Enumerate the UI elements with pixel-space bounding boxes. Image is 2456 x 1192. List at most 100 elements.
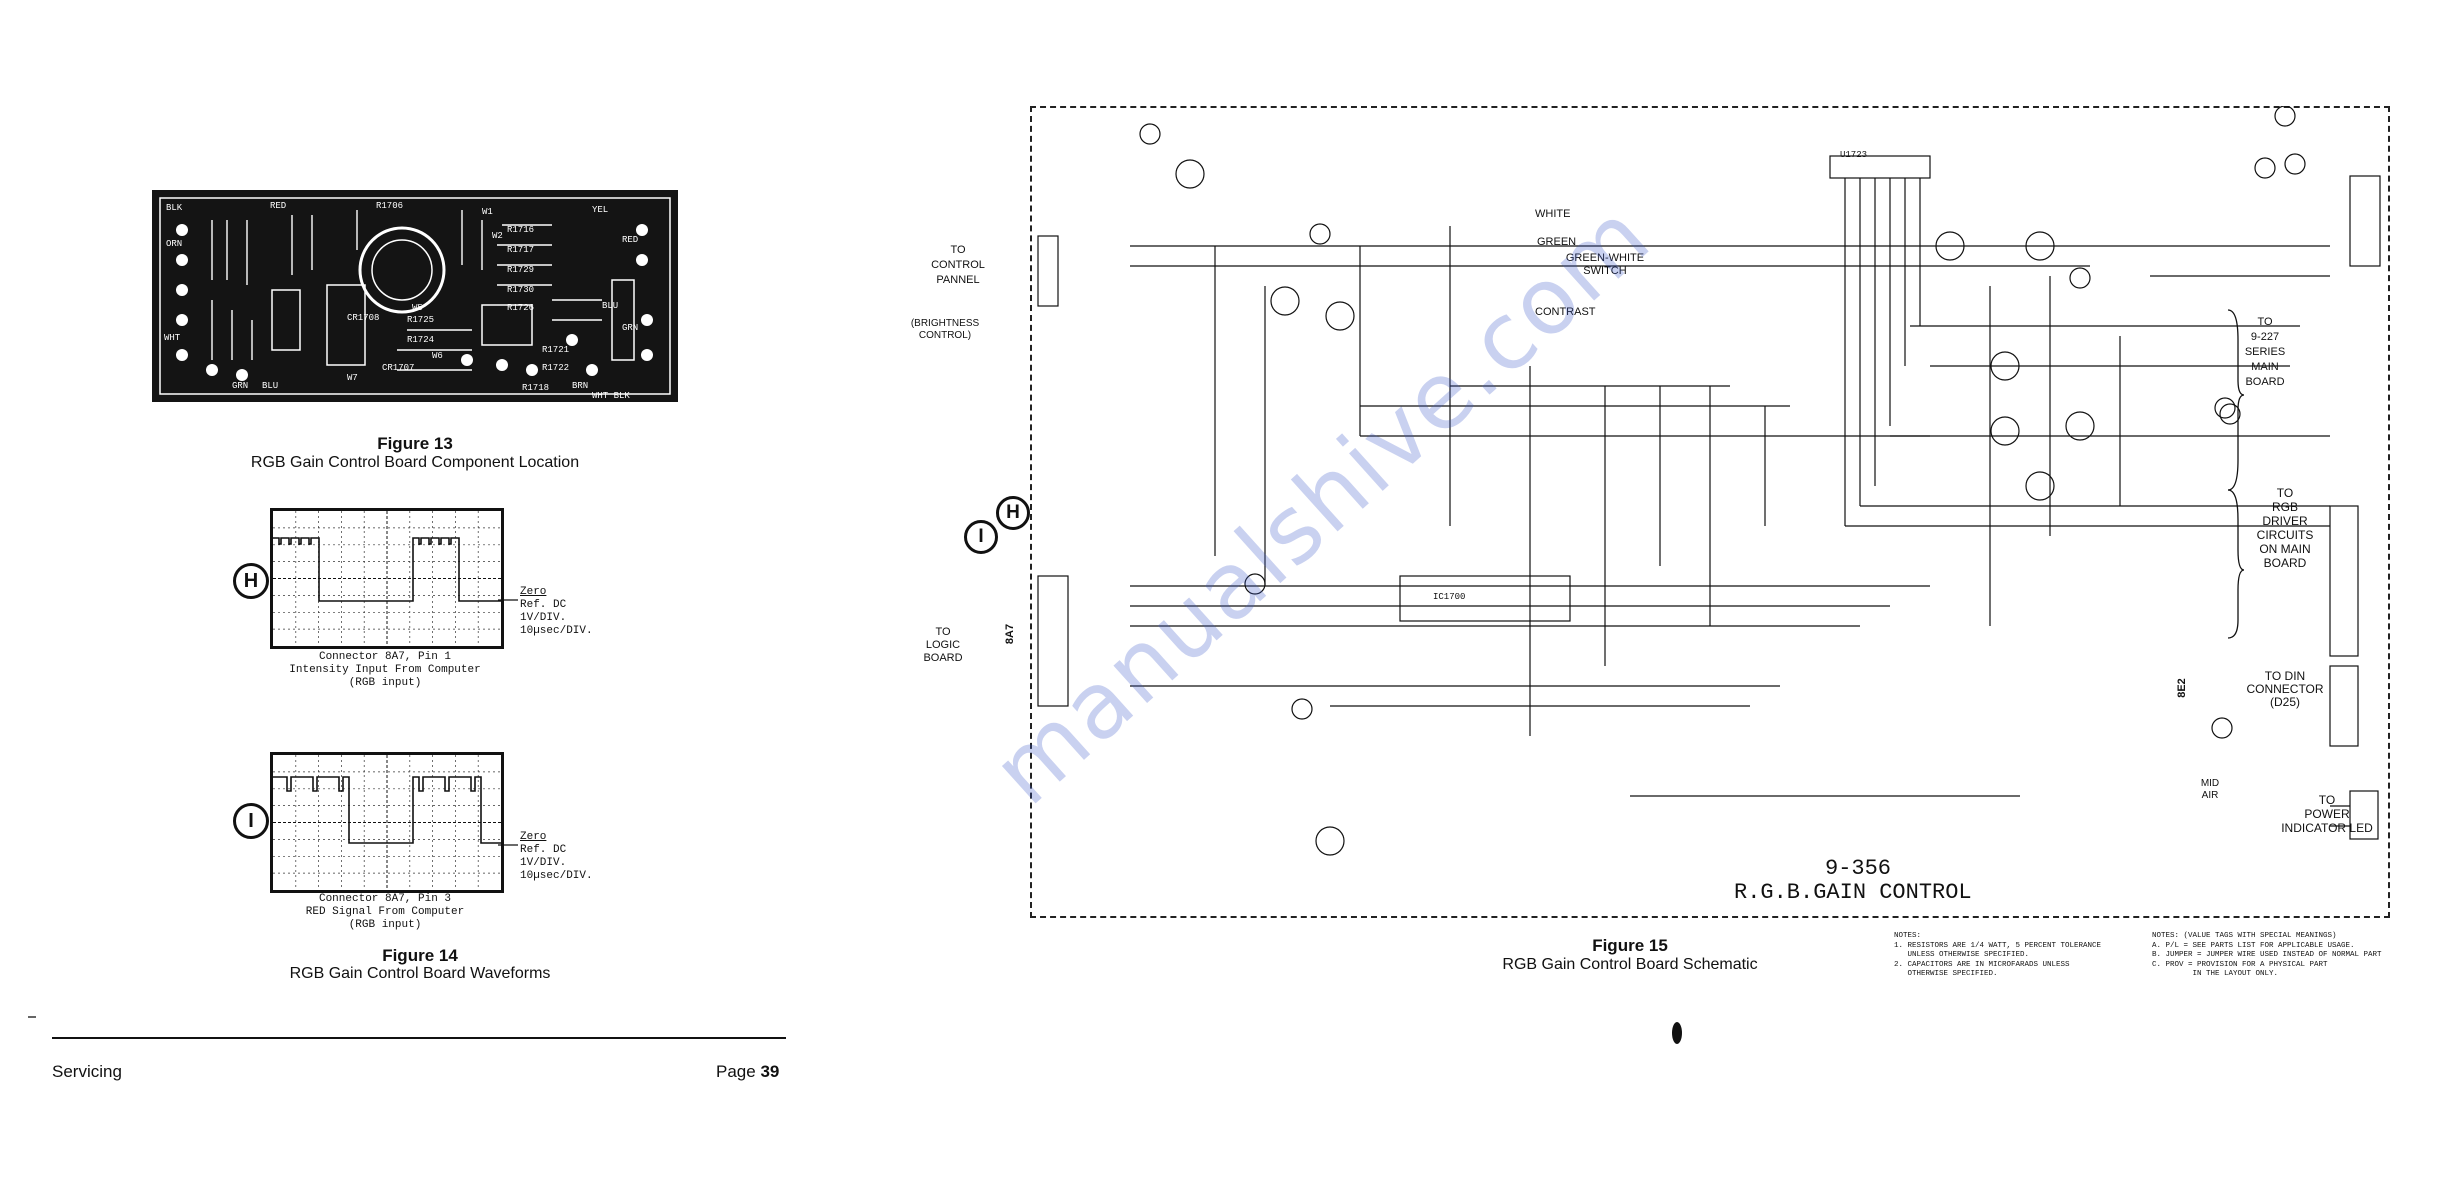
text-line: BOARD: [2245, 376, 2285, 388]
svg-text:BRN: BRN: [572, 381, 588, 391]
svg-text:R1726: R1726: [507, 303, 534, 313]
svg-text:BLU: BLU: [602, 301, 618, 311]
text-line: MAIN: [2251, 361, 2279, 373]
text-line: CIRCUITS: [2256, 528, 2314, 542]
text-line: SERIES: [2244, 346, 2286, 358]
svg-text:BLU: BLU: [262, 381, 278, 391]
scope-h-caption: Connector 8A7, Pin 1 Intensity Input Fro…: [250, 651, 520, 690]
legend-volts: 1V/DIV.: [520, 612, 567, 624]
figure14-subtitle: RGB Gain Control Board Waveforms: [289, 965, 551, 982]
text-line: ON MAIN: [2259, 542, 2311, 556]
svg-text:R1718: R1718: [522, 383, 549, 393]
legend-ref: Ref. DC: [520, 844, 567, 856]
text-line: TO: [2318, 793, 2336, 807]
text-line: DRIVER: [2262, 514, 2308, 528]
text-line: CONNECTOR: [2246, 682, 2324, 696]
notes-left: NOTES: 1. RESISTORS ARE 1/4 WATT, 5 PERC…: [1894, 932, 2102, 978]
label-green-white-switch: GREEN-WHITE SWITCH: [1550, 252, 1660, 278]
label-white: WHITE: [1535, 208, 1571, 220]
scope-i-legend: Zero Ref. DC 1V/DIV. 10µsec/DIV.: [520, 831, 630, 883]
svg-text:W6: W6: [432, 351, 443, 361]
caption-line-1: Connector 8A7, Pin 1: [318, 651, 452, 663]
footer-stray-mark: [28, 1016, 36, 1018]
text-line: GREEN-WHITE: [1565, 252, 1645, 264]
label-to-power-led: TO POWER INDICATOR LED: [2262, 793, 2392, 835]
text-line: TO: [950, 244, 966, 256]
zero-ref-arrow-i: [498, 844, 518, 846]
svg-text:R1706: R1706: [376, 201, 403, 211]
legend-zero: Zero: [520, 831, 547, 843]
figure13-subtitle: RGB Gain Control Board Component Locatio…: [250, 454, 580, 471]
text-line: CONTROL: [931, 259, 985, 271]
text-line: (D25): [2269, 695, 2300, 709]
text-line: (BRIGHTNESS: [910, 318, 980, 329]
footer-section: Servicing: [52, 1062, 122, 1081]
drawing-title: R.G.B.GAIN CONTROL: [1734, 880, 1972, 905]
label-to-control-panel: TO CONTROL PANNEL: [918, 243, 998, 288]
label-contrast: CONTRAST: [1535, 306, 1596, 318]
label-brightness-control: (BRIGHTNESS CONTROL): [895, 318, 995, 342]
zero-ref-arrow-h: [498, 599, 518, 601]
svg-text:W7: W7: [347, 373, 358, 383]
svg-text:CR1708: CR1708: [347, 313, 379, 323]
scope-screen-i: [270, 752, 504, 893]
text-line: MID: [2200, 778, 2220, 789]
svg-text:GRN: GRN: [232, 381, 248, 391]
label-to-main-board: TO 9-227 SERIES MAIN BOARD: [2230, 315, 2300, 390]
footer-page: Page 39: [716, 1062, 779, 1082]
svg-text:R1724: R1724: [407, 335, 434, 345]
notes-right: NOTES: (VALUE TAGS WITH SPECIAL MEANINGS…: [2152, 932, 2382, 978]
logic-connector-id: 8A7: [1004, 623, 1017, 645]
legend-time: 10µsec/DIV.: [520, 625, 593, 637]
svg-text:W2: W2: [492, 231, 503, 241]
text-line: POWER: [2304, 807, 2350, 821]
label-green: GREEN: [1537, 236, 1577, 248]
figure15-subtitle: RGB Gain Control Board Schematic: [1502, 956, 1758, 973]
callout-h-schematic: H: [996, 496, 1030, 530]
text-line: TO: [935, 626, 951, 638]
part-ic1700: IC1700: [1433, 592, 1466, 602]
text-line: TO: [2276, 486, 2294, 500]
right-braces: [2227, 309, 2245, 639]
scope-h-legend: Zero Ref. DC 1V/DIV. 10µsec/DIV.: [520, 586, 630, 638]
callout-i-schematic: I: [964, 520, 998, 554]
svg-text:R1730: R1730: [507, 285, 534, 295]
svg-text:R1717: R1717: [507, 245, 534, 255]
figure13-title: Figure 13: [377, 434, 453, 453]
text-line: TO DIN: [2264, 669, 2306, 683]
svg-text:R1722: R1722: [542, 363, 569, 373]
caption-line-2: Intensity Input From Computer: [289, 664, 481, 676]
waveform-i: [273, 776, 501, 844]
text-line: INDICATOR LED: [2281, 821, 2373, 835]
svg-text:CR1707: CR1707: [382, 363, 414, 373]
legend-ref: Ref. DC: [520, 599, 567, 611]
svg-text:W5: W5: [412, 303, 423, 313]
scope-screen-h: [270, 508, 504, 649]
ink-blot: [1672, 1022, 1682, 1044]
caption-line-1: Connector 8A7, Pin 3: [318, 893, 452, 905]
svg-text:GRN: GRN: [622, 323, 638, 333]
callout-h-waveform: H: [233, 563, 269, 599]
din-connector-id: 8E2: [2175, 678, 2188, 698]
legend-zero: Zero: [520, 586, 547, 598]
label-to-logic-board: TO LOGIC BOARD: [918, 626, 968, 665]
drawing-number: 9-356: [1825, 856, 1892, 881]
svg-text:RED: RED: [270, 201, 286, 211]
part-u1723: U1723: [1840, 150, 1868, 160]
svg-text:WHT: WHT: [164, 333, 181, 343]
scope-grid-h: [273, 511, 501, 646]
footer-page-number: 39: [760, 1062, 780, 1081]
text-line: BOARD: [2263, 556, 2307, 570]
figure14-title: Figure 14: [382, 946, 458, 965]
waveform-h: [273, 537, 501, 602]
svg-text:R1729: R1729: [507, 265, 534, 275]
scope-grid-i: [273, 755, 501, 890]
legend-volts: 1V/DIV.: [520, 857, 567, 869]
schematic-wiring: [1037, 106, 2381, 856]
text-line: CONTROL): [918, 330, 972, 341]
caption-line-3: (RGB input): [348, 919, 422, 931]
text-line: RGB: [2271, 500, 2298, 514]
svg-text:ORN: ORN: [166, 239, 182, 249]
